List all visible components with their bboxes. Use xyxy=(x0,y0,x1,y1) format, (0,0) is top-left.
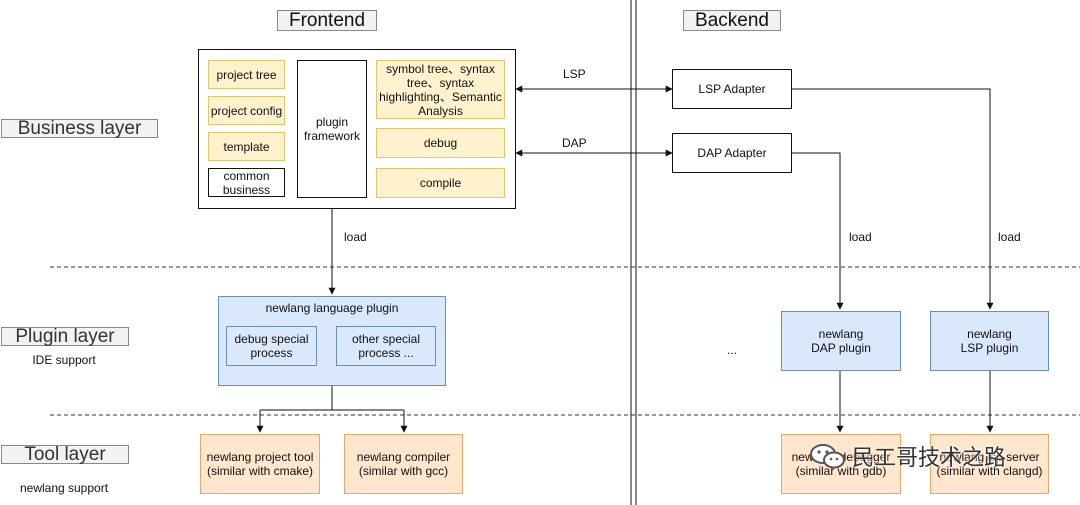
debug-special-box: debug special process xyxy=(226,326,317,366)
tool-layer-title: Tool layer xyxy=(1,444,129,465)
watermark-text: 民工哥技术之路 xyxy=(852,446,1007,471)
frontend-title: Frontend xyxy=(277,10,377,31)
other-special-box: other special process ... xyxy=(336,326,436,366)
project-tree-box: project tree xyxy=(208,60,285,89)
project-config-box: project config xyxy=(208,96,285,125)
load-label-front: load xyxy=(342,230,369,244)
compile-box: compile xyxy=(376,168,505,198)
load-arrow-lsp xyxy=(792,88,994,310)
lsp-adapter-box: LSP Adapter xyxy=(672,69,792,109)
tool-layer-subtitle: newlang support xyxy=(19,481,109,495)
dap-plugin-box: newlang DAP plugin xyxy=(781,311,901,371)
load-label-lsp: load xyxy=(996,230,1023,244)
plugin-layer-subtitle: IDE support xyxy=(32,353,96,367)
plugin-framework-box: plugin framework xyxy=(297,60,367,198)
load-arrow-dap xyxy=(792,152,844,310)
lsp-plugin-box: newlang LSP plugin xyxy=(930,311,1049,371)
plugin-layer-title: Plugin layer xyxy=(1,326,129,347)
ellipsis-label: ... xyxy=(727,343,738,357)
template-box: template xyxy=(208,132,285,161)
lsp-label: LSP xyxy=(561,67,588,81)
lsp-server-box: newlang lsp server (similar with clangd) xyxy=(930,434,1049,494)
compiler-box: newlang compiler (similar with gcc) xyxy=(344,434,463,494)
project-tool-box: newlang project tool (similar with cmake… xyxy=(200,434,320,494)
backend-title: Backend xyxy=(683,10,781,31)
language-plugin-box: newlang language plugin xyxy=(218,296,446,386)
common-business-box: common business xyxy=(208,168,285,197)
dap-label: DAP xyxy=(560,136,589,150)
language-plugin-title: newlang language plugin xyxy=(265,301,399,315)
wechat-icon xyxy=(810,444,845,469)
business-layer-title: Business layer xyxy=(1,118,158,139)
load-label-dap: load xyxy=(847,230,874,244)
dap-adapter-box: DAP Adapter xyxy=(672,133,792,173)
symbol-tree-box: symbol tree、syntax tree、syntax highlight… xyxy=(376,60,505,119)
watermark: 民工哥技术之路 xyxy=(808,440,1006,472)
debug-box: debug xyxy=(376,128,505,158)
